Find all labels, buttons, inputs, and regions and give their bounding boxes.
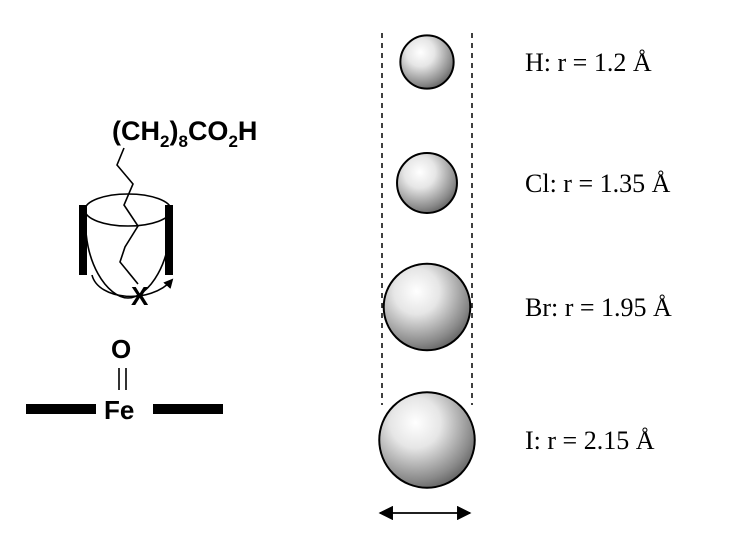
curved-arrow bbox=[91, 274, 174, 298]
cone-wall-right bbox=[165, 205, 173, 275]
chain-formula: (CH2)8CO2H bbox=[112, 116, 257, 151]
atom-sphere-cl bbox=[396, 152, 458, 214]
atom-sphere-br bbox=[382, 262, 472, 352]
porphyrin-plane-right bbox=[153, 404, 223, 414]
atom-label-br: Br: r = 1.95 Å bbox=[525, 293, 672, 322]
atom-label-cl: Cl: r = 1.35 Å bbox=[525, 169, 671, 198]
atom-label-i: I: r = 2.15 Å bbox=[525, 426, 655, 455]
metal-label: Fe bbox=[104, 395, 134, 425]
atom-label-h: H: r = 1.2 Å bbox=[525, 48, 652, 77]
molecule-structure: (CH2)8CO2H X O Fe bbox=[26, 116, 257, 425]
atom-sphere-h bbox=[399, 34, 455, 90]
porphyrin-plane-left bbox=[26, 404, 96, 414]
size-comparison: H: r = 1.2 Å Cl: r = 1.35 Å Br: r = 1.95 Å… bbox=[378, 33, 672, 521]
oxo-label: O bbox=[111, 334, 131, 364]
halogen-label: X bbox=[131, 281, 149, 311]
alkyl-chain bbox=[116, 147, 139, 285]
cone-wall-left bbox=[79, 205, 87, 275]
atom-sphere-i bbox=[378, 391, 476, 489]
